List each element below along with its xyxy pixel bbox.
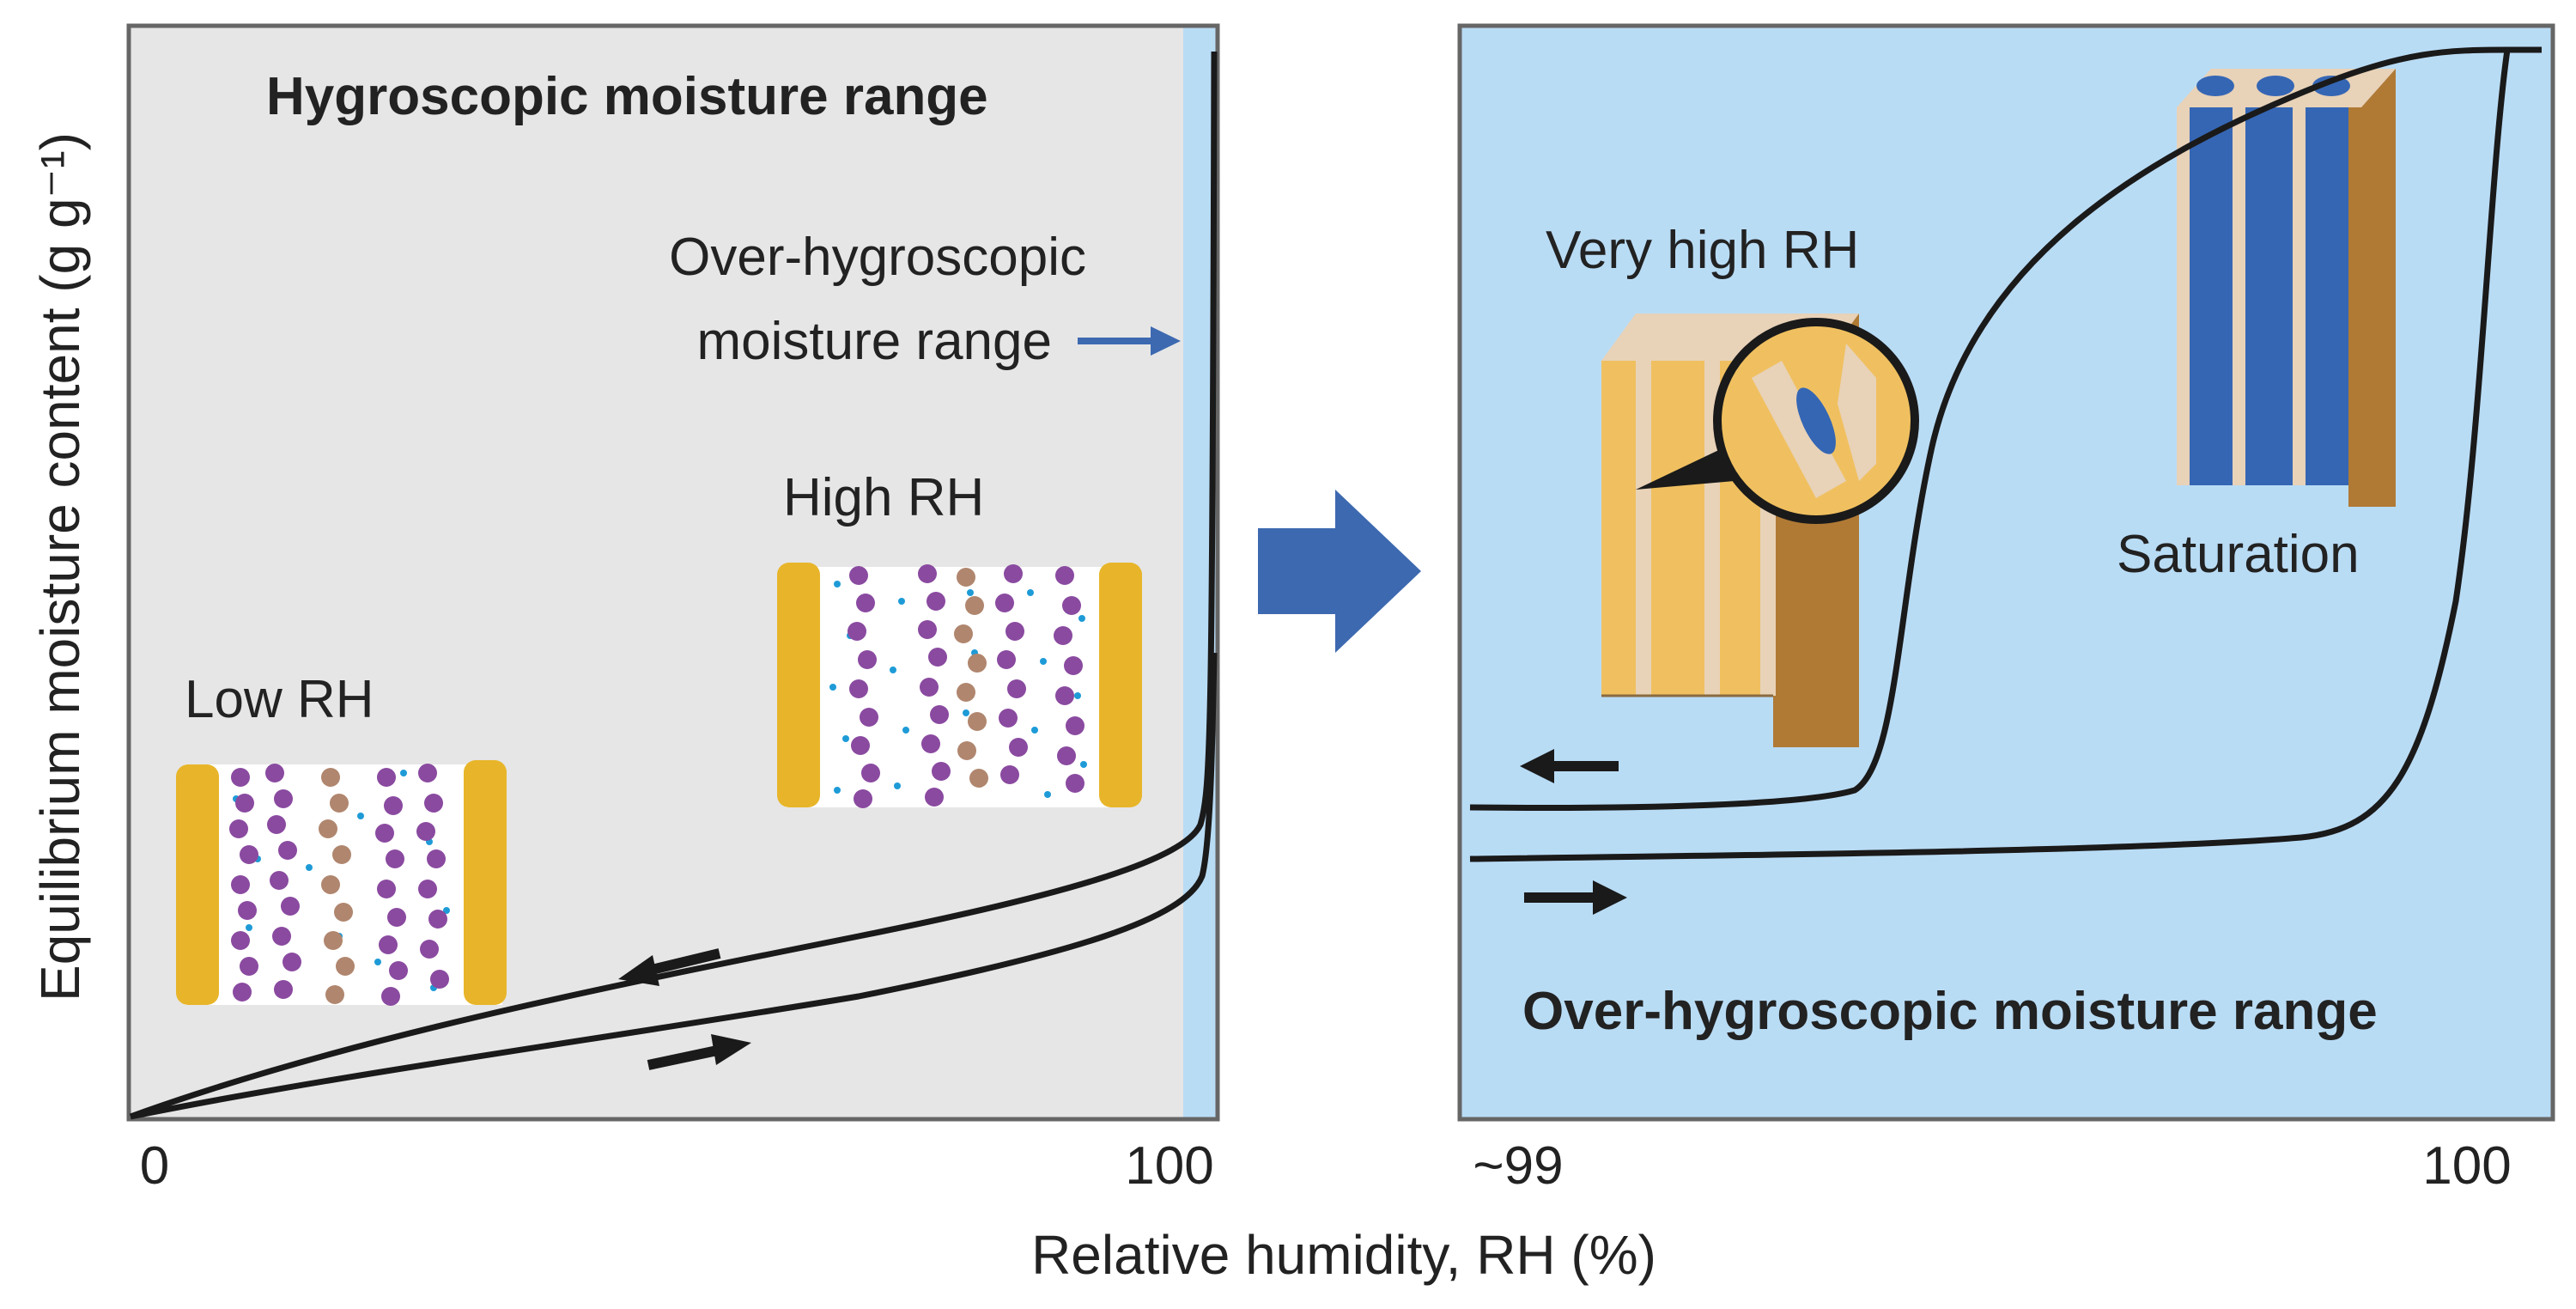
high-rh-label: High RH <box>783 468 984 527</box>
adsorption-arrow-icon <box>647 1034 751 1070</box>
x-axis-label: Relative humidity, RH (%) <box>1031 1224 1656 1286</box>
right-panel: Very high RH Saturation Over-hygroscopic… <box>1457 23 2555 1196</box>
y-axis-label: Equilibrium moisture content (g g⁻¹) <box>29 132 91 1002</box>
very-high-rh-label: Very high RH <box>1546 221 1859 280</box>
magnifier-circle-icon <box>1636 318 1919 524</box>
left-panel: Hygroscopic moisture range Over-hygrosco… <box>126 23 1220 1196</box>
right-x-tick-start: ~99 <box>1473 1136 1563 1196</box>
over-hygroscopic-label-line2: moisture range <box>696 312 1052 371</box>
low-rh-label: Low RH <box>185 670 374 729</box>
right-desorption-curve <box>1469 46 2508 811</box>
left-x-tick-end: 100 <box>1125 1136 1213 1196</box>
desorption-curve <box>129 51 1218 1120</box>
polymer-chains-low-rh <box>176 760 507 1006</box>
wood-block-saturation <box>2177 69 2396 507</box>
left-panel-frame <box>126 23 1220 1122</box>
desorption-arrow-icon <box>618 948 721 986</box>
left-x-tick-start: 0 <box>140 1136 169 1196</box>
right-panel-title: Over-hygroscopic moisture range <box>1522 982 2378 1041</box>
right-arrow-icon <box>1258 490 1421 653</box>
right-adsorption-curve <box>1469 46 2542 862</box>
desorption-arrow-icon <box>1520 749 1619 783</box>
right-x-tick-end: 100 <box>2422 1136 2511 1196</box>
over-hygroscopic-label-line1: Over-hygroscopic <box>669 228 1086 287</box>
saturation-label: Saturation <box>2117 525 2360 584</box>
left-panel-title: Hygroscopic moisture range <box>266 67 988 126</box>
pointer-arrow-icon <box>1078 326 1181 356</box>
adsorption-arrow-icon <box>1524 880 1627 915</box>
polymer-chains-high-rh <box>777 563 1142 808</box>
adsorption-curve <box>130 652 1218 1120</box>
